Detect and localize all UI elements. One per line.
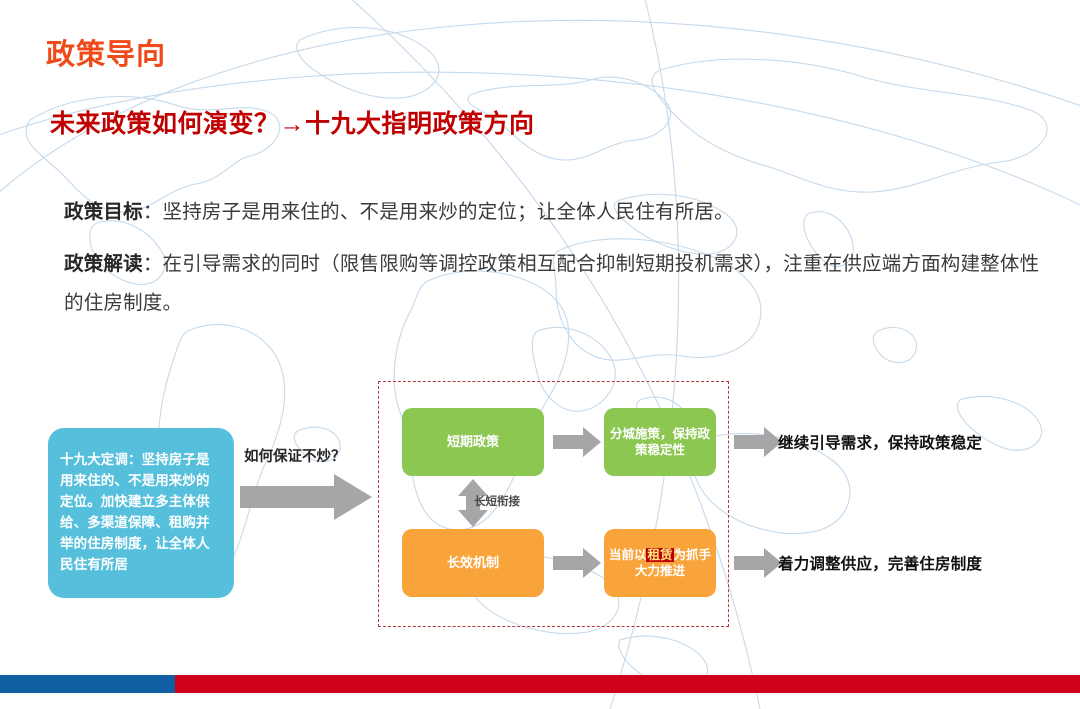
- policy-goal-text: ：坚持房子是用来住的、不是用来炒的定位；让全体人民住有所居。: [142, 201, 734, 223]
- arrow-rental-to-outcome: [734, 548, 782, 578]
- footer-bar-blue-segment: [0, 675, 175, 693]
- rental-highlight-text: 租赁: [646, 548, 674, 562]
- policy-goal-paragraph: 政策目标：坚持房子是用来住的、不是用来炒的定位；让全体人民住有所居。: [64, 193, 1024, 232]
- footer-bar: [0, 675, 1080, 693]
- arrow-long-to-rental: [553, 548, 601, 578]
- page-kicker: 政策导向: [46, 39, 167, 71]
- policy-goal-lead: 政策目标: [64, 201, 143, 223]
- arrow-city-to-outcome: [734, 427, 782, 457]
- rental-prefix-text: 当前以: [608, 548, 647, 562]
- arrow-source-to-group: [240, 474, 372, 520]
- node-19th-congress-tone: 十九大定调：坚持房子是用来住的、不是用来炒的定位。加快建立多主体供给、多渠道保障…: [48, 428, 234, 598]
- node-short-term-policy: 短期政策: [402, 408, 544, 476]
- footer-bar-red-segment: [175, 675, 1080, 693]
- policy-interpretation-lead: 政策解读: [64, 253, 143, 275]
- label-how-to-prevent-speculation: 如何保证不炒？: [244, 449, 346, 465]
- policy-interpretation-paragraph: 政策解读：在引导需求的同时（限售限购等调控政策相互配合抑制短期投机需求），注重在…: [64, 245, 1042, 323]
- node-long-term-mechanism: 长效机制: [402, 529, 544, 597]
- page-title: 未来政策如何演变？→十九大指明政策方向: [50, 110, 535, 138]
- outcome-supply-adjustment: 着力调整供应，完善住房制度: [778, 556, 983, 573]
- node-rental-driver: 当前以租赁为抓手大力推进: [604, 529, 716, 597]
- policy-interpretation-text: ：在引导需求的同时（限售限购等调控政策相互配合抑制短期投机需求），注重在供应端方…: [64, 253, 1040, 314]
- label-short-long-linkage: 长短衔接: [474, 496, 520, 508]
- arrow-short-to-city: [553, 427, 601, 457]
- outcome-demand-guidance: 继续引导需求，保持政策稳定: [778, 435, 983, 452]
- node-city-specific-policy: 分城施策，保持政策稳定性: [604, 408, 716, 476]
